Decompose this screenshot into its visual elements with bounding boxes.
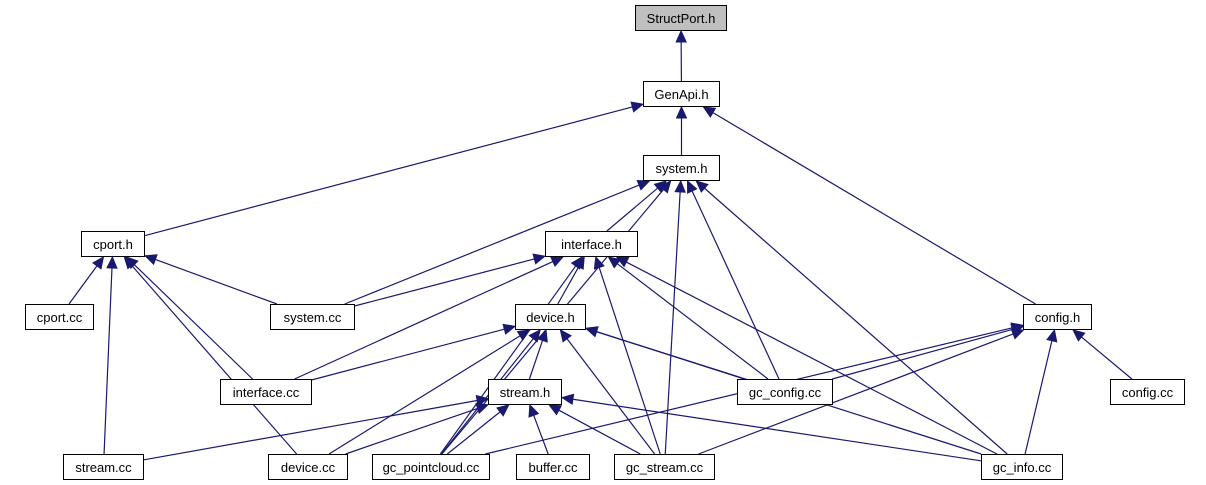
arrowhead-icon: [548, 404, 563, 416]
edge-gc_info_cc-to-interface_h: [626, 261, 998, 455]
arrowhead-icon: [475, 394, 490, 407]
arrowhead-icon: [528, 329, 541, 343]
arrowhead-icon: [593, 255, 605, 270]
edge-system_cc-to-interface_h: [354, 258, 535, 307]
node-gc-pointcloud-cc[interactable]: gc_pointcloud.cc: [372, 454, 490, 480]
node-gc-stream-cc[interactable]: gc_stream.cc: [614, 454, 715, 480]
arrowhead-icon: [532, 253, 547, 265]
edge-cport_h-to-genapi_h: [144, 106, 633, 237]
edge-gc_config_cc-to-interface_h: [616, 263, 769, 380]
edge-interface_cc-to-device_h: [311, 328, 505, 381]
arrowhead-icon: [106, 255, 118, 269]
node-structport-h: StructPort.h: [635, 5, 727, 31]
edge-gc_info_cc-to-system_h: [704, 187, 1008, 455]
arrowhead-icon: [674, 179, 686, 193]
arrowhead-icon: [502, 323, 517, 335]
node-stream-cc[interactable]: stream.cc: [63, 454, 144, 480]
arrowhead-icon: [675, 105, 688, 119]
node-cport-h[interactable]: cport.h: [81, 231, 145, 257]
arrowhead-icon: [496, 404, 510, 417]
node-system-h[interactable]: system.h: [643, 155, 720, 181]
edge-system_cc-to-cport_h: [155, 258, 278, 305]
edge-interface_cc-to-cport_h: [133, 264, 253, 380]
arrowhead-icon: [528, 403, 540, 418]
node-config-h[interactable]: config.h: [1023, 304, 1092, 330]
node-config-cc[interactable]: config.cc: [1110, 379, 1185, 405]
edge-gc_pointcloud_cc-to-stream_h: [446, 411, 501, 455]
arrowhead-icon: [675, 29, 687, 43]
node-system-cc[interactable]: system.cc: [270, 304, 355, 330]
node-gc-config-cc[interactable]: gc_config.cc: [737, 379, 833, 405]
edge-buffer_cc-to-stream_h: [533, 415, 549, 455]
arrowhead-icon: [630, 101, 645, 113]
arrowhead-icon: [559, 329, 572, 343]
edge-gc_pointcloud_cc-to-device_h: [440, 338, 534, 455]
arrowhead-icon: [536, 328, 548, 343]
edge-gc_stream_cc-to-device_h: [566, 338, 656, 455]
edge-gc_info_cc-to-config_h: [1024, 340, 1053, 455]
arrowhead-icon: [658, 180, 672, 194]
arrowhead-icon: [516, 329, 531, 341]
node-interface-h[interactable]: interface.h: [545, 231, 638, 257]
arrowhead-icon: [607, 256, 622, 269]
edge-device_cc-to-stream_h: [345, 407, 478, 455]
edge-device_cc-to-cport_h: [131, 264, 298, 455]
node-genapi-h[interactable]: GenApi.h: [643, 81, 720, 107]
edge-interface_cc-to-interface_h: [294, 261, 554, 380]
arrowhead-icon: [570, 256, 583, 270]
arrowhead-icon: [475, 403, 490, 415]
edge-gc_stream_cc-to-interface_h: [598, 267, 661, 455]
arrowhead-icon: [615, 256, 630, 268]
arrowhead-icon: [1072, 329, 1086, 342]
edge-gc_pointcloud_cc-to-interface_h: [439, 265, 577, 455]
arrowhead-icon: [560, 393, 575, 406]
arrowhead-icon: [92, 256, 105, 270]
arrowhead-icon: [584, 326, 599, 338]
edge-stream_cc-to-cport_h: [103, 267, 113, 455]
arrowhead-icon: [686, 179, 698, 194]
edge-config_h-to-genapi_h: [712, 112, 1036, 305]
node-interface-cc[interactable]: interface.cc: [220, 379, 312, 405]
edge-cport_cc-to-cport_h: [68, 265, 98, 305]
arrowhead-icon: [143, 254, 158, 266]
edge-stream_h-to-device_h: [528, 340, 544, 380]
node-stream-h[interactable]: stream.h: [488, 379, 562, 405]
edge-config_cc-to-config_h: [1081, 336, 1133, 380]
arrowhead-icon: [123, 256, 137, 270]
edge-gc_stream_cc-to-config_h: [698, 333, 1014, 455]
arrowhead-icon: [695, 180, 709, 193]
node-device-cc[interactable]: device.cc: [268, 454, 348, 480]
arrowhead-icon: [550, 256, 565, 268]
edge-interface_h-to-system_h: [606, 187, 659, 232]
edge-device_cc-to-device_h: [328, 335, 521, 455]
edge-stream_cc-to-stream_h: [143, 399, 478, 461]
arrowhead-icon: [1010, 328, 1025, 340]
edge-gc_stream_cc-to-stream_h: [558, 409, 641, 455]
arrowhead-icon: [636, 179, 651, 191]
edge-system_cc-to-system_h: [344, 184, 640, 305]
edge-gc_config_cc-to-system_h: [691, 190, 780, 380]
node-cport-cc[interactable]: cport.cc: [25, 304, 94, 330]
node-device-h[interactable]: device.h: [515, 304, 586, 330]
node-buffer-cc[interactable]: buffer.cc: [516, 454, 590, 480]
node-gc-info-cc[interactable]: gc_info.cc: [981, 454, 1063, 480]
arrowhead-icon: [1046, 328, 1058, 343]
arrowhead-icon: [702, 106, 717, 118]
edge-gc_config_cc-to-config_h: [832, 328, 1013, 380]
edge-gc_info_cc-to-stream_h: [572, 398, 982, 462]
edge-device_h-to-interface_h: [557, 266, 580, 305]
